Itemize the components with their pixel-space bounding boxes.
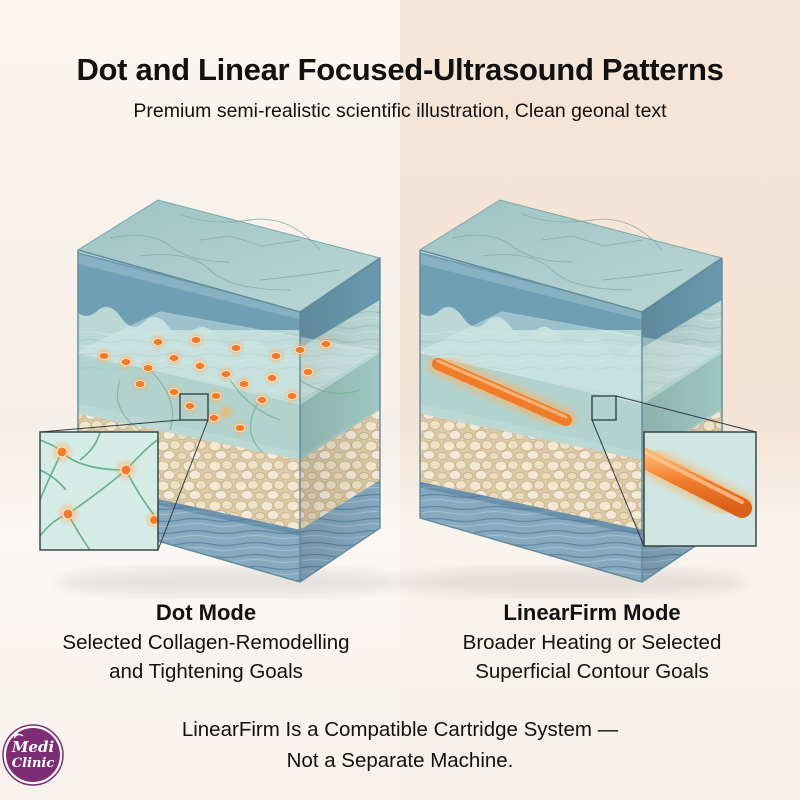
- logo-text-medi: Medi: [11, 738, 55, 756]
- linearfirm-mode-caption: LinearFirm Mode Broader Heating or Selec…: [412, 598, 772, 686]
- dot-mode-side-face: [300, 258, 380, 582]
- linearfirm-mode-block: [397, 199, 757, 596]
- dot-zoom-selector: [179, 393, 209, 421]
- dot-mode-heading: Dot Mode: [155, 600, 257, 625]
- medi-clinic-logo: Medi Clinic: [2, 724, 64, 786]
- footer-line-2: Not a Separate Machine.: [286, 749, 514, 772]
- footer-note: LinearFirm Is a Compatible Cartridge Sys…: [90, 714, 710, 776]
- linear-zoom-selector: [591, 395, 617, 421]
- linearfirm-mode-heading: LinearFirm Mode: [503, 600, 681, 625]
- dot-mode-line-2: and Tightening Goals: [109, 660, 303, 683]
- logo-text-clinic: Clinic: [11, 756, 55, 771]
- page-title: Dot and Linear Focused-Ultrasound Patter…: [76, 52, 724, 87]
- linearfirm-mode-line-1: Broader Heating or Selected: [462, 631, 722, 654]
- focal-dot-array: [95, 331, 335, 437]
- page-subtitle: Premium semi-realistic scientific illust…: [133, 100, 667, 122]
- footer-line-1: LinearFirm Is a Compatible Cartridge Sys…: [181, 718, 619, 741]
- dot-mode-caption: Dot Mode Selected Collagen-Remodelling a…: [20, 598, 392, 686]
- dot-mode-block: [39, 199, 405, 596]
- linear-focus-line: [427, 353, 577, 431]
- linearfirm-mode-inset: [643, 431, 757, 547]
- dot-mode-inset: [39, 431, 159, 551]
- dot-mode-line-1: Selected Collagen-Remodelling: [62, 631, 350, 654]
- linearfirm-mode-line-2: Superficial Contour Goals: [475, 660, 709, 683]
